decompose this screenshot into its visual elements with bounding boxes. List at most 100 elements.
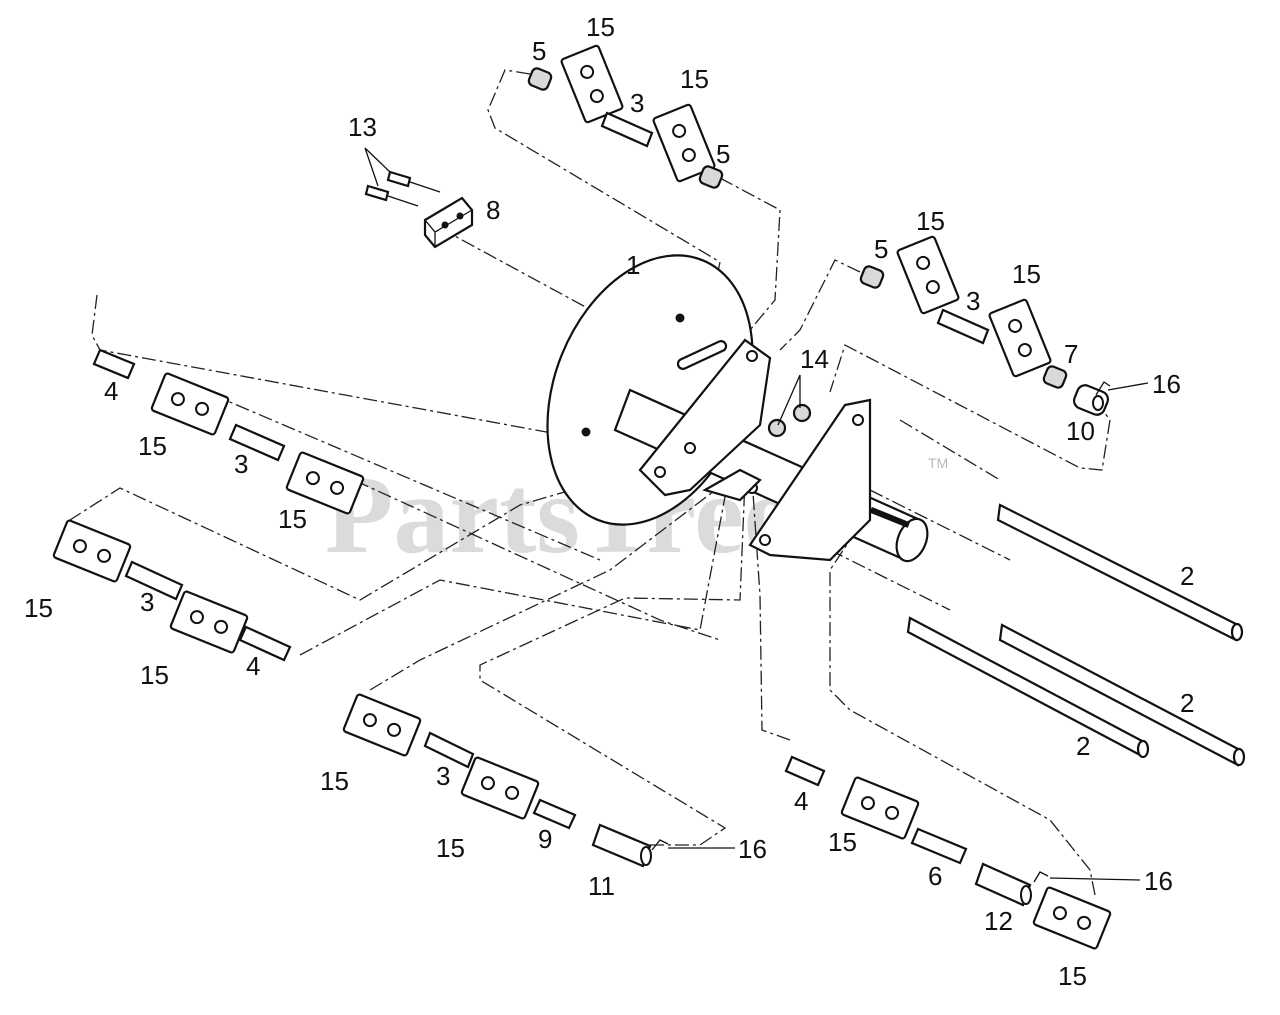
callout-3-bottom: 3 (436, 761, 450, 791)
disc-slot (676, 340, 728, 370)
callout-5-top-left: 5 (532, 36, 546, 66)
bushing-12-bore (1020, 885, 1032, 905)
callout-15-bottom-2: 15 (436, 833, 465, 863)
shaft-keyway (869, 507, 910, 528)
part-16-pins (651, 381, 1111, 883)
nut-14-2 (767, 418, 787, 438)
callout-15-lower-left-2: 15 (140, 660, 169, 690)
callout-4-lower-left: 4 (246, 651, 260, 681)
plate-bottom-1 (342, 693, 422, 757)
callout-2-middle: 2 (1180, 688, 1194, 718)
plate-bottom-2 (460, 756, 540, 820)
callout-5-top-right: 5 (716, 139, 730, 169)
plate-right-1 (896, 235, 960, 315)
spacer-3-left (228, 423, 286, 462)
callout-15-bottom-1: 15 (320, 766, 349, 796)
callout-16-bottom-right: 16 (1144, 866, 1173, 896)
callout-15-bottom-right-2: 15 (1058, 961, 1087, 991)
callout-15-top-2: 15 (680, 64, 709, 94)
callout-7: 7 (1064, 339, 1078, 369)
bracket-left-hole-1 (746, 350, 758, 362)
plate-left-2 (285, 451, 365, 515)
watermark-trademark: TM (928, 455, 948, 471)
spacer-4-lower-left (238, 625, 292, 662)
callout-15-right-2: 15 (1012, 259, 1041, 289)
callout-15-left-2: 15 (278, 504, 307, 534)
callout-15-lower-left-1: 15 (24, 593, 53, 623)
part-2-rods (906, 503, 1246, 767)
rod-2-end (1136, 739, 1150, 759)
callout-15-bottom-right-1: 15 (828, 827, 857, 857)
spacer-3-top (600, 111, 654, 148)
bushing-5-top-left (527, 67, 553, 91)
plate-lower-left-1 (52, 519, 132, 583)
plate-bottom-right-2 (1032, 886, 1112, 950)
bushing-5-top-right (698, 165, 724, 189)
callout-2-upper: 2 (1180, 561, 1194, 591)
part-13-screws (364, 170, 441, 207)
callout-12: 12 (984, 906, 1013, 936)
plate-top-2 (652, 103, 716, 183)
shaft-end (895, 517, 929, 563)
callout-3-lower-left: 3 (140, 587, 154, 617)
disc-hole-2 (581, 427, 591, 437)
bushing-11-bore (640, 846, 652, 866)
spacer-3-lower-left (124, 560, 184, 601)
rod-3-end (1232, 747, 1246, 767)
plate-left-1 (150, 372, 230, 436)
callout-8: 8 (486, 195, 500, 225)
bushing-11 (591, 823, 652, 868)
bushing-12 (974, 862, 1032, 907)
callout-15-left-1: 15 (138, 431, 167, 461)
bushing-7 (1042, 365, 1068, 389)
callout-3-right: 3 (966, 286, 980, 316)
bracket-right-hole-2 (759, 534, 771, 546)
spacer-3-bottom (423, 731, 475, 769)
callout-4-left: 4 (104, 376, 118, 406)
plate-top-1 (560, 44, 624, 124)
callout-9: 9 (538, 824, 552, 854)
bracket-left-hole-3 (684, 442, 696, 454)
callout-4-bottom-right: 4 (794, 786, 808, 816)
spacer-4-left (92, 348, 136, 380)
callout-16-bottom: 16 (738, 834, 767, 864)
rod-1 (996, 503, 1240, 642)
spacer-4-bottom-right (784, 755, 826, 787)
bracket-right-hole-1 (852, 414, 864, 426)
callout-10: 10 (1066, 416, 1095, 446)
bushing-10-bore (1092, 395, 1104, 411)
plates-part-15 (52, 44, 1112, 950)
callout-pointers (364, 147, 1149, 881)
leader-lines (69, 69, 1111, 896)
callout-1: 1 (626, 250, 640, 280)
callout-3-left: 3 (234, 449, 248, 479)
spacer-9 (532, 798, 577, 830)
nut-14-1 (792, 403, 812, 423)
plate-right-2 (988, 298, 1052, 378)
spacer-6 (910, 827, 968, 865)
spacers (92, 111, 990, 865)
spacer-3-right (936, 308, 990, 345)
bushings (527, 67, 1110, 907)
callout-15-right-1: 15 (916, 206, 945, 236)
callout-3-top: 3 (630, 88, 644, 118)
callout-2-lower: 2 (1076, 731, 1090, 761)
rod-1-end (1230, 622, 1244, 642)
bracket-left (638, 338, 772, 497)
bracket-left-hole-2 (654, 466, 666, 478)
part-8-block (423, 196, 474, 249)
callout-16-right: 16 (1152, 369, 1181, 399)
callout-11: 11 (588, 871, 615, 901)
bracket-right (748, 398, 872, 562)
bracket-tab (702, 468, 762, 502)
callout-15-top-1: 15 (586, 12, 615, 42)
disc-hole-1 (675, 313, 685, 323)
callout-6: 6 (928, 861, 942, 891)
bushing-10 (1072, 384, 1110, 416)
plate-lower-left-2 (169, 590, 249, 654)
callout-5-right: 5 (874, 234, 888, 264)
plate-bottom-right-1 (840, 776, 920, 840)
callout-13: 13 (348, 112, 377, 142)
bushing-5-right (859, 265, 885, 289)
